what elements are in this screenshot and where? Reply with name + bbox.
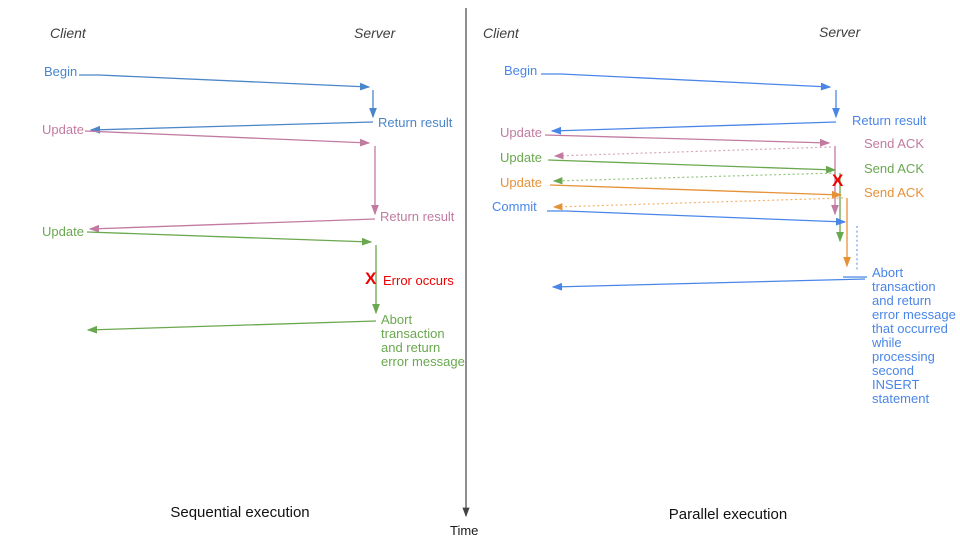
left-abort-message: Abort transaction and return error messa… — [381, 312, 465, 369]
left-update1-flow — [84, 130, 379, 233]
right-update2-flow — [547, 159, 844, 243]
right-update1-flow — [544, 134, 839, 216]
right-update3-flow — [549, 184, 851, 268]
right-diagram-title: Parallel execution — [668, 506, 788, 523]
right-send-ack-2-label: Send ACK — [864, 161, 924, 176]
left-diagram-title: Sequential execution — [170, 504, 310, 521]
left-return-result-1-label: Return result — [378, 115, 453, 130]
right-begin-label: Begin — [504, 63, 538, 78]
right-abort-message: Abort transaction and return error messa… — [872, 265, 956, 406]
right-commit-label: Commit — [492, 199, 537, 214]
left-return-result-2-label: Return result — [380, 209, 455, 224]
left-begin-label: Begin — [44, 64, 78, 79]
right-update-3-label: Update — [500, 175, 542, 190]
left-update2-flow — [86, 231, 380, 334]
right-begin-flow — [541, 73, 840, 135]
right-server-header: Server — [819, 24, 861, 40]
right-update-2-label: Update — [500, 150, 542, 165]
right-commit-flow — [547, 210, 867, 291]
left-error-x-icon: X — [365, 269, 377, 288]
left-update-1-label: Update — [42, 122, 84, 137]
right-error-x-icon: X — [832, 171, 844, 190]
right-update-1-label: Update — [500, 125, 542, 140]
left-server-header: Server — [354, 25, 396, 41]
time-axis-label: Time — [450, 523, 479, 538]
right-return-result-label: Return result — [852, 113, 927, 128]
left-update-2-label: Update — [42, 224, 84, 239]
left-error-occurs-label: Error occurs — [383, 273, 454, 288]
right-send-ack-3-label: Send ACK — [864, 185, 924, 200]
left-client-header: Client — [50, 25, 86, 41]
right-send-ack-1-label: Send ACK — [864, 136, 924, 151]
right-client-header: Client — [483, 25, 519, 41]
left-begin-flow — [79, 74, 377, 134]
